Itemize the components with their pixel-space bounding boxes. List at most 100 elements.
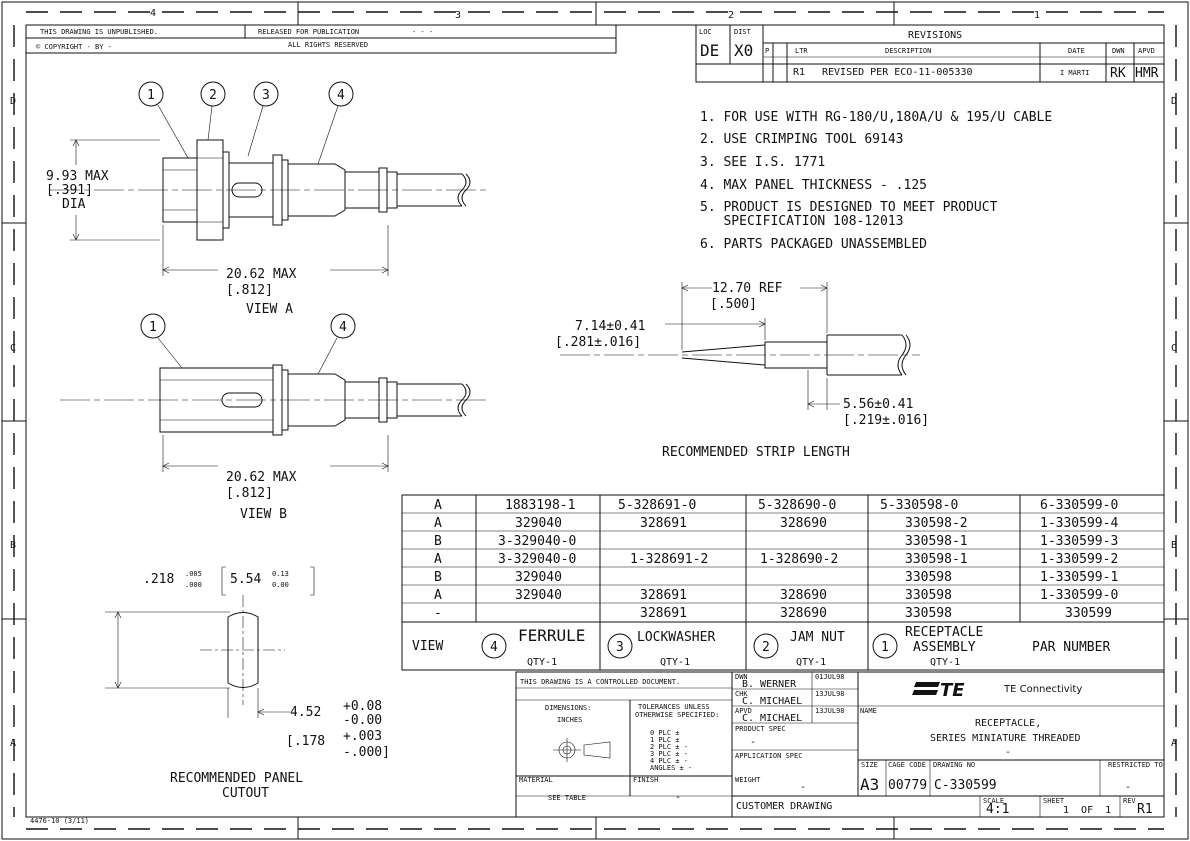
table-cell: 5-330598-0 xyxy=(880,498,958,513)
note-5: 5. PRODUCT IS DESIGNED TO MEET PRODUCT xyxy=(700,200,998,215)
footer-jam: JAM NUT xyxy=(790,630,845,645)
cutout-d1-dn: -0.00 xyxy=(343,713,382,728)
cutout-tol1-up: .005 xyxy=(185,570,202,578)
rev-row-apvd: HMR xyxy=(1135,66,1159,81)
table-cell: 328690 xyxy=(780,516,827,531)
footer-lock-qty: QTY-1 xyxy=(660,657,690,668)
strip-ref-1: 12.70 REF xyxy=(712,281,783,296)
table-cell: 329040 xyxy=(515,516,562,531)
table-cell: B xyxy=(434,534,442,549)
zone-row-d: D xyxy=(10,96,16,107)
tb-chk-label: CHK xyxy=(735,690,748,698)
tb-dwg: C-330599 xyxy=(934,778,997,793)
strip-ref-2: [.500] xyxy=(710,297,757,312)
strip-dim-2: [.281±.016] xyxy=(555,335,641,350)
table-cell: 1-328691-2 xyxy=(630,552,708,567)
tb-tol-angles: ANGLES ± - xyxy=(650,764,692,772)
rev-loc-label: LOC xyxy=(699,28,712,36)
header-copyright: © COPYRIGHT - BY - xyxy=(36,43,112,51)
tb-brand-name: TE Connectivity xyxy=(1003,684,1082,695)
table-cell: 1-330599-0 xyxy=(1040,588,1118,603)
header-unpublished: THIS DRAWING IS UNPUBLISHED. xyxy=(40,28,158,36)
cutout-d1-up: +0.08 xyxy=(343,699,382,714)
tb-scale: 4:1 xyxy=(986,802,1009,817)
table-cell: 330598-2 xyxy=(905,516,968,531)
rev-col-ltr: LTR xyxy=(795,47,808,55)
tb-product-spec-val: - xyxy=(750,737,756,748)
table-cell: 330598 xyxy=(905,588,952,603)
tb-weight-val: - xyxy=(800,782,806,793)
view-b-len-2: [.812] xyxy=(226,486,273,501)
tb-apvd-date: 13JUL98 xyxy=(815,707,845,715)
view-a-balloon-2: 2 xyxy=(209,88,217,103)
table-cell: 330599 xyxy=(1065,606,1112,621)
rev-row-name: I MARTI xyxy=(1060,69,1090,77)
tb-name-1: RECEPTACLE, xyxy=(975,718,1041,729)
tb-dwn-date: 01JUL98 xyxy=(815,673,845,681)
tb-apvd-label: APVD xyxy=(735,707,752,715)
zone-row-a-right: A xyxy=(1171,738,1177,749)
table-cell: 330598-1 xyxy=(905,534,968,549)
view-a-dia-1: 9.93 MAX xyxy=(46,169,109,184)
table-row: A 329040 328691 328690 330598 1-330599-0 xyxy=(434,588,1118,603)
rev-title: REVISIONS xyxy=(908,30,962,41)
tb-tol-title-2: OTHERWISE SPECIFIED: xyxy=(635,711,719,719)
table-row: B 329040 330598 1-330599-1 xyxy=(434,570,1118,585)
parts-table xyxy=(401,494,1165,671)
view-a-dia-3: DIA xyxy=(62,197,86,212)
tb-tol-3: 3 PLC ± - xyxy=(650,750,688,758)
table-cell: 328690 xyxy=(780,606,827,621)
view-a-len-2: [.812] xyxy=(226,283,273,298)
table-cell: 328691 xyxy=(640,606,687,621)
tb-weight: WEIGHT xyxy=(735,776,761,784)
form-id: 4476-10 (3/11) xyxy=(30,817,89,825)
tb-restricted: RESTRICTED TO xyxy=(1108,761,1163,769)
tb-size: A3 xyxy=(860,775,879,794)
table-cell: 330598-1 xyxy=(905,552,968,567)
table-row: - 328691 328690 330598 330599 xyxy=(434,606,1112,621)
rev-col-desc: DESCRIPTION xyxy=(885,47,931,55)
cutout-d1: 4.52 xyxy=(290,705,321,720)
view-a: 9.93 MAX [.391] DIA 20.62 MAX [.812] VIE… xyxy=(46,81,490,317)
table-cell: A xyxy=(434,552,442,567)
zone-col-3: 3 xyxy=(455,10,461,21)
view-b-len-1: 20.62 MAX xyxy=(226,470,297,485)
tb-tol-2: 2 PLC ± - xyxy=(650,743,688,751)
view-a-label: VIEW A xyxy=(246,302,293,317)
note-1: 1. FOR USE WITH RG-180/U,180A/U & 195/U … xyxy=(700,110,1052,125)
footer-rec-no: 1 xyxy=(881,640,889,655)
zone-row-c-right: C xyxy=(1171,343,1177,354)
note-3: 3. SEE I.S. 1771 xyxy=(700,155,825,170)
footer-lock-no: 3 xyxy=(616,640,624,655)
tb-inches: INCHES xyxy=(557,716,582,724)
table-cell: 330598 xyxy=(905,570,952,585)
table-cell: 329040 xyxy=(515,570,562,585)
table-cell: A xyxy=(434,588,442,603)
strip-dim-1: 7.14±0.41 xyxy=(575,319,645,334)
view-a-dia-2: [.391] xyxy=(46,183,93,198)
projection-symbol-icon xyxy=(553,738,611,762)
tb-chk-name: C. MICHAEL xyxy=(742,696,802,707)
rev-loc: DE xyxy=(700,41,719,60)
strip-dim-4: [.219±.016] xyxy=(843,413,929,428)
tb-sheet-label: SHEET xyxy=(1043,797,1065,805)
table-cell: 330598 xyxy=(905,606,952,621)
te-logo-icon: TE xyxy=(912,680,965,701)
table-cell: 328691 xyxy=(640,516,687,531)
table-cell: 1883198-1 xyxy=(505,498,575,513)
cutout-d2-up: +.003 xyxy=(343,729,382,744)
view-a-len-1: 20.62 MAX xyxy=(226,267,297,282)
parts-table-rows: A 1883198-1 5-328691-0 5-328690-0 5-3305… xyxy=(402,498,1164,621)
table-cell: 5-328691-0 xyxy=(618,498,696,513)
rev-col-dwn: DWN xyxy=(1112,47,1125,55)
te-logo-text: TE xyxy=(940,680,965,701)
tb-product-spec: PRODUCT SPEC xyxy=(735,725,786,733)
tb-name-2: SERIES MINIATURE THREADED xyxy=(930,733,1081,744)
view-a-balloon-3: 3 xyxy=(262,88,270,103)
header-released: RELEASED FOR PUBLICATION xyxy=(258,28,359,36)
table-cell: B xyxy=(434,570,442,585)
tb-sheet: 1 OF 1 xyxy=(1063,805,1111,816)
tb-cage: 00779 xyxy=(888,778,927,793)
